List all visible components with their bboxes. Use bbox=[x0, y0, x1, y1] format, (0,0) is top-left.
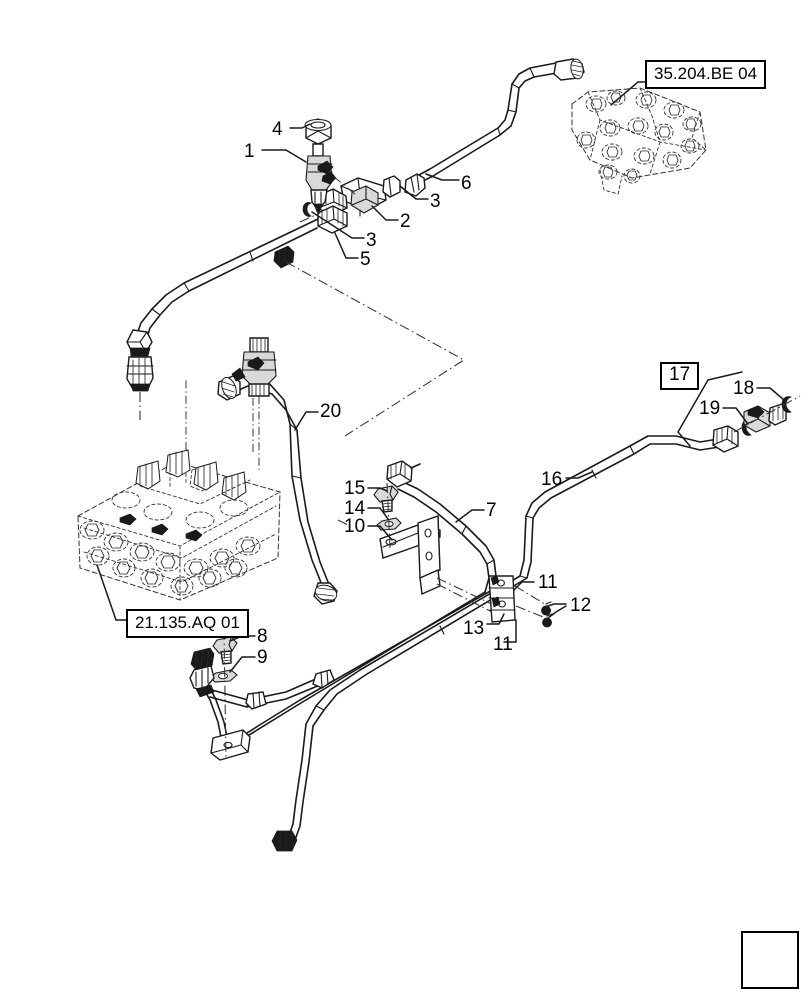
bracket-item-10 bbox=[337, 482, 501, 617]
callout-3-lower[interactable]: 3 bbox=[366, 230, 377, 251]
tube-16-end-nut-right bbox=[712, 425, 739, 453]
centerline-valve-to-tee bbox=[332, 175, 357, 196]
lower-valve-block-phantom bbox=[77, 380, 281, 601]
valve-assembly-item-1 bbox=[304, 118, 337, 213]
callout-17-boxed[interactable]: 17 bbox=[660, 362, 700, 390]
centerline-bolt-8 bbox=[223, 629, 227, 761]
valve-spools bbox=[135, 449, 247, 501]
callout-12[interactable]: 12 bbox=[570, 595, 592, 616]
sensor-assembly-item-18 bbox=[741, 396, 793, 436]
centerline-bracket-to-clamp bbox=[436, 577, 501, 609]
hose-end-fitting-left bbox=[126, 329, 154, 392]
fitting-item-7-top bbox=[386, 460, 421, 488]
callout-18[interactable]: 18 bbox=[733, 378, 755, 399]
tube-16-end-connector bbox=[271, 830, 298, 852]
leader-ref-21135 bbox=[96, 564, 127, 621]
callout-2[interactable]: 2 bbox=[400, 211, 411, 232]
upper-valve-block-phantom bbox=[571, 87, 707, 195]
oring-item-3-lower bbox=[302, 202, 312, 217]
callout-15[interactable]: 15 bbox=[344, 478, 366, 499]
centerline-clamp-bolt-bottom bbox=[515, 605, 549, 620]
hose-end-nut-top bbox=[553, 58, 585, 81]
clamp-assembly-item-13 bbox=[488, 575, 553, 628]
callout-5[interactable]: 5 bbox=[360, 249, 371, 270]
sleeve-item-6-end bbox=[404, 173, 426, 197]
leader-ref-35204 bbox=[610, 81, 646, 106]
centerline-construction-v bbox=[285, 261, 466, 437]
short-tube-lower-left bbox=[209, 669, 335, 710]
group-bracket-17 bbox=[677, 371, 743, 447]
tube-item-6 bbox=[404, 58, 585, 197]
callout-3-upper[interactable]: 3 bbox=[430, 191, 441, 212]
callout-19[interactable]: 19 bbox=[699, 398, 721, 419]
callout-1[interactable]: 1 bbox=[244, 141, 255, 162]
callout-11-lower[interactable]: 11 bbox=[493, 634, 513, 655]
bracket-assembly-lower-left bbox=[189, 629, 335, 761]
ferrule-hose-20-bottom bbox=[313, 582, 338, 605]
bolt-item-8 bbox=[212, 636, 238, 665]
arrow-logo-icon bbox=[741, 931, 799, 989]
callout-4[interactable]: 4 bbox=[272, 119, 283, 140]
callout-14[interactable]: 14 bbox=[344, 498, 366, 519]
centerline-bracket-to-clamp-2 bbox=[436, 583, 501, 617]
hose-collar bbox=[273, 245, 295, 269]
leader-10-dash bbox=[337, 519, 349, 526]
connector-item-5 bbox=[317, 205, 348, 234]
callout-7[interactable]: 7 bbox=[486, 500, 497, 521]
centerline-sensor-18 bbox=[733, 395, 801, 433]
elbow-fitting-lower-left bbox=[189, 647, 215, 698]
callout-10[interactable]: 10 bbox=[344, 516, 366, 537]
tube-item-16 bbox=[271, 425, 739, 852]
bolt-item-15 bbox=[373, 485, 399, 513]
hose-upper-left bbox=[126, 218, 319, 420]
callout-20[interactable]: 20 bbox=[320, 401, 342, 422]
callout-6[interactable]: 6 bbox=[461, 173, 472, 194]
centerline-bolt-15 bbox=[386, 482, 391, 549]
centerline-clamp-bolt-top bbox=[514, 585, 549, 607]
callout-8[interactable]: 8 bbox=[257, 626, 268, 647]
centerline-item5 bbox=[299, 212, 321, 223]
solenoid-valve-upper-left-block bbox=[231, 337, 277, 470]
reference-box-35204[interactable]: 35.204.BE 04 bbox=[645, 60, 767, 89]
callout-16[interactable]: 16 bbox=[541, 469, 563, 490]
callout-13[interactable]: 13 bbox=[463, 618, 485, 639]
callout-11-upper[interactable]: 11 bbox=[538, 572, 558, 593]
callout-9[interactable]: 9 bbox=[257, 647, 268, 668]
reference-box-21135[interactable]: 21.135.AQ 01 bbox=[126, 609, 249, 638]
nut-item-4 bbox=[304, 118, 332, 145]
